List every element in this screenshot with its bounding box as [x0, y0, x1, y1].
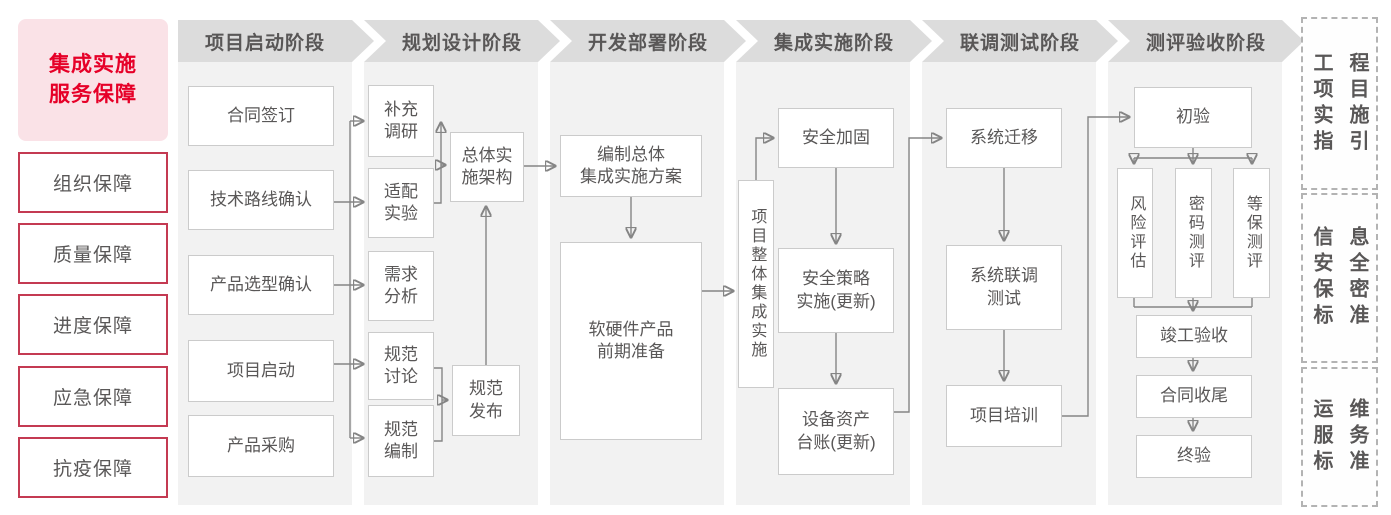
page-title-line1: 集成实施: [49, 52, 137, 76]
box-completion-acceptance: 竣工验收: [1136, 315, 1252, 358]
box-requirement-analysis: 需求 分析: [368, 251, 434, 321]
box-project-overall-integration: 项目整体集成实施: [738, 180, 774, 388]
box-preliminary-acceptance: 初验: [1134, 87, 1252, 148]
sidebar-item-schedule-guarantee: 进度保障: [18, 294, 168, 355]
box-equipment-asset-ledger: 设备资产 台账(更新): [778, 388, 894, 475]
box-security-policy-implementation: 安全策略 实施(更新): [778, 248, 894, 333]
box-supplementary-research: 补充 调研: [368, 85, 434, 157]
box-spec-drafting: 规范 编制: [368, 405, 434, 477]
standard-info-security-confidentiality: 信安保标 息全密准: [1301, 193, 1378, 363]
box-spec-release: 规范 发布: [452, 365, 520, 436]
box-adaptation-test: 适配 实验: [368, 168, 434, 238]
box-crypto-evaluation: 密码测评: [1175, 168, 1212, 298]
box-contract-closure: 合同收尾: [1136, 375, 1252, 418]
phase-banner-planning-design: 规划设计阶段: [364, 20, 560, 62]
sidebar-item-organization-guarantee: 组织保障: [18, 152, 168, 213]
box-product-selection-confirm: 产品选型确认: [188, 255, 334, 315]
box-product-procurement: 产品采购: [188, 415, 334, 477]
box-project-training: 项目培训: [946, 385, 1062, 447]
box-system-migration: 系统迁移: [946, 108, 1062, 168]
box-security-hardening: 安全加固: [778, 108, 894, 168]
page-title: 集成实施 服务保障: [18, 19, 168, 141]
box-overall-integration-plan: 编制总体 集成实施方案: [560, 135, 702, 197]
sidebar-item-epidemic-guarantee: 抗疫保障: [18, 437, 168, 498]
box-spec-discussion: 规范 讨论: [368, 332, 434, 400]
box-overall-implementation-architecture: 总体实 施架构: [450, 132, 524, 202]
phase-banner-dev-deployment: 开发部署阶段: [550, 20, 746, 62]
standard-ops-maintenance-service: 运服标 维务准: [1301, 367, 1378, 507]
sidebar-item-emergency-guarantee: 应急保障: [18, 366, 168, 427]
standard-engineering-project-guide: 工项实指 程目施引: [1301, 17, 1378, 190]
box-project-kickoff: 项目启动: [188, 340, 334, 402]
box-final-acceptance: 终验: [1136, 435, 1252, 478]
box-risk-assessment: 风险评估: [1117, 168, 1153, 298]
phase-banner-joint-debug-test: 联调测试阶段: [922, 20, 1118, 62]
phase-banner-integration-impl: 集成实施阶段: [736, 20, 932, 62]
page-title-line2: 服务保障: [49, 83, 137, 106]
box-hw-sw-preparation: 软硬件产品 前期准备: [560, 242, 702, 440]
box-tech-route-confirm: 技术路线确认: [188, 170, 334, 230]
box-classified-protection-evaluation: 等保测评: [1233, 168, 1270, 298]
box-system-joint-debug-test: 系统联调 测试: [946, 245, 1062, 330]
phase-banner-project-kickoff: 项目启动阶段: [178, 20, 374, 62]
box-contract-signing: 合同签订: [188, 86, 334, 146]
sidebar-item-quality-guarantee: 质量保障: [18, 223, 168, 284]
phase-banner-evaluation-acceptance: 测评验收阶段: [1108, 20, 1304, 62]
